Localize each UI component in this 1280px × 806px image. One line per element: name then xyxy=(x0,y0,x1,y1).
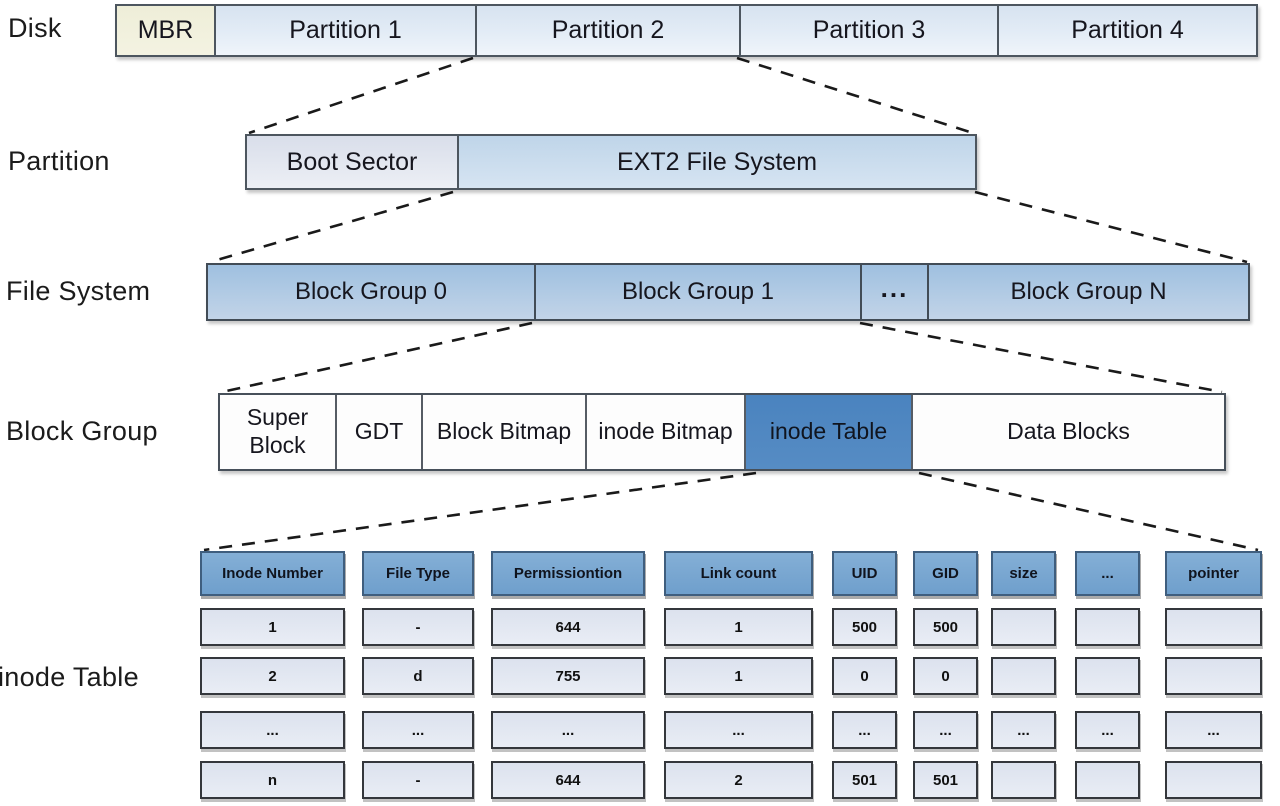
fs-cell-block-group-1: Block Group 1 xyxy=(534,265,860,319)
bg-cell-inode-table: inode Table xyxy=(744,395,911,469)
inode-table-cell: ... xyxy=(991,711,1056,749)
inode-table-cell: 755 xyxy=(491,657,645,695)
inode-table-cell: ... xyxy=(832,711,897,749)
inode-table-header-cell: Link count xyxy=(664,551,813,596)
label-block-group: Block Group xyxy=(6,416,158,446)
inode-table-cell: ... xyxy=(1075,711,1140,749)
inode-table-cell xyxy=(991,608,1056,646)
inode-table-header-cell: GID xyxy=(913,551,978,596)
bg-cell-data-blocks: Data Blocks xyxy=(911,395,1224,469)
inode-table-cell xyxy=(1075,761,1140,799)
fs-cell-block-group-n: Block Group N xyxy=(927,265,1248,319)
label-partition: Partition xyxy=(8,146,110,176)
inode-table-header-cell: pointer xyxy=(1165,551,1262,596)
inode-table-cell: 644 xyxy=(491,761,645,799)
disk-band: MBR Partition 1 Partition 2 Partition 3 … xyxy=(115,4,1258,57)
inode-table-cell: 0 xyxy=(913,657,978,695)
fs-cell-block-group-0: Block Group 0 xyxy=(208,265,534,319)
inode-table-cell: 501 xyxy=(832,761,897,799)
inode-table-cell: - xyxy=(362,608,474,646)
inode-table-cell: 1 xyxy=(664,608,813,646)
inode-table-cell: 2 xyxy=(664,761,813,799)
inode-table-cell: 1 xyxy=(200,608,345,646)
inode-table-header-cell: size xyxy=(991,551,1056,596)
bg-cell-inode-bitmap: inode Bitmap xyxy=(585,395,744,469)
inode-table-cell xyxy=(1075,608,1140,646)
inode-table-header-cell: ... xyxy=(1075,551,1140,596)
inode-table-cell: 644 xyxy=(491,608,645,646)
disk-cell-partition-3: Partition 3 xyxy=(739,6,997,55)
inode-table-cell xyxy=(991,761,1056,799)
inode-table-cell: n xyxy=(200,761,345,799)
inode-table-cell: 2 xyxy=(200,657,345,695)
disk-cell-partition-4: Partition 4 xyxy=(997,6,1256,55)
disk-cell-partition-1: Partition 1 xyxy=(214,6,475,55)
disk-cell-partition-2: Partition 2 xyxy=(475,6,739,55)
partition-cell-boot-sector: Boot Sector xyxy=(247,136,457,188)
inode-table-cell xyxy=(1075,657,1140,695)
label-disk: Disk xyxy=(8,13,62,43)
partition-cell-ext2: EXT2 File System xyxy=(457,136,975,188)
partition-band: Boot Sector EXT2 File System xyxy=(245,134,977,190)
inode-table-cell: d xyxy=(362,657,474,695)
inode-table-cell: ... xyxy=(664,711,813,749)
inode-table-cell: 0 xyxy=(832,657,897,695)
label-inode-table: inode Table xyxy=(0,662,139,692)
inode-table-cell: 500 xyxy=(913,608,978,646)
inode-table-cell: ... xyxy=(200,711,345,749)
inode-table-cell xyxy=(1165,608,1262,646)
inode-table-cell: 501 xyxy=(913,761,978,799)
inode-table-header-cell: File Type xyxy=(362,551,474,596)
inode-table-cell: 500 xyxy=(832,608,897,646)
inode-table-cell: ... xyxy=(913,711,978,749)
fs-cell-ellipsis: ... xyxy=(860,265,927,319)
bg-cell-block-bitmap: Block Bitmap xyxy=(421,395,585,469)
inode-table-header-cell: Inode Number xyxy=(200,551,345,596)
disk-cell-mbr: MBR xyxy=(117,6,214,55)
inode-table-cell xyxy=(991,657,1056,695)
bg-cell-gdt: GDT xyxy=(335,395,421,469)
inode-table-cell: 1 xyxy=(664,657,813,695)
bg-cell-super-block: Super Block xyxy=(220,395,335,469)
file-system-band: Block Group 0 Block Group 1 ... Block Gr… xyxy=(206,263,1250,321)
label-file-system: File System xyxy=(6,276,151,306)
block-group-band: Super Block GDT Block Bitmap inode Bitma… xyxy=(218,393,1226,471)
inode-table-cell: ... xyxy=(362,711,474,749)
inode-table-header-cell: UID xyxy=(832,551,897,596)
inode-table-cell xyxy=(1165,761,1262,799)
inode-table-cell: ... xyxy=(1165,711,1262,749)
inode-table-cell xyxy=(1165,657,1262,695)
inode-table-cell: ... xyxy=(491,711,645,749)
inode-table-cell: - xyxy=(362,761,474,799)
inode-table-header-cell: Permissiontion xyxy=(491,551,645,596)
